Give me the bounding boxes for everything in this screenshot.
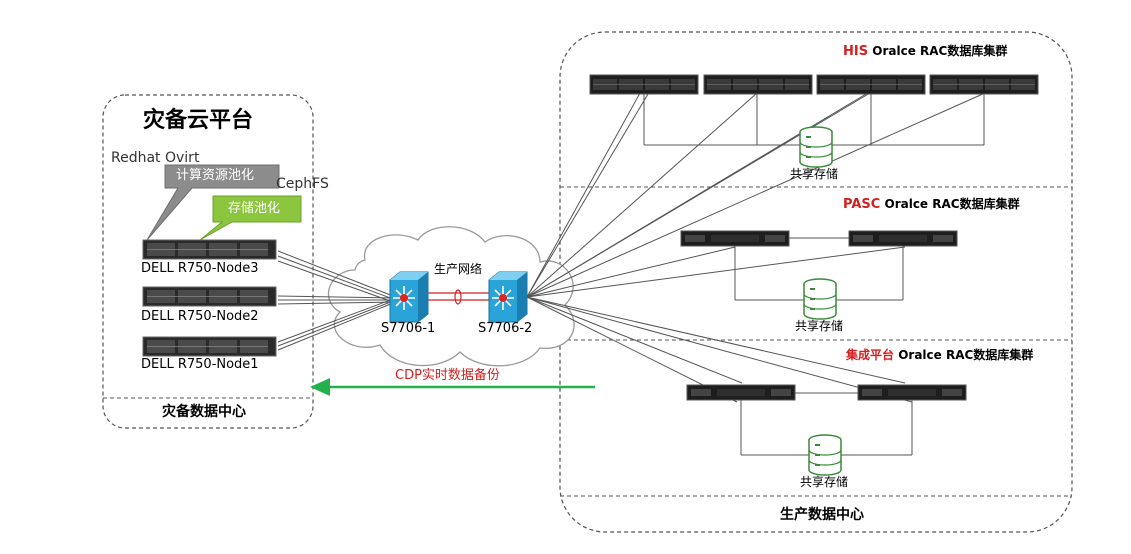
integ-prefix: 集成平台 xyxy=(846,348,895,362)
his-cluster-title: HIS Oralce RAC数据库集群 xyxy=(843,45,1007,58)
his-shared-storage-icon xyxy=(799,126,833,168)
dr-uplinks xyxy=(277,250,394,351)
node3-label: DELL R750-Node3 xyxy=(141,261,259,276)
dr-platform-title: 灾备云平台 xyxy=(143,108,254,133)
node1-label: DELL R750-Node1 xyxy=(141,357,259,372)
dell-node2-server xyxy=(142,286,277,307)
integ-server-1 xyxy=(686,384,796,401)
pasc-suffix: Oralce RAC数据库集群 xyxy=(880,197,1020,211)
ovirt-label: Redhat Ovirt xyxy=(111,150,200,166)
storage-pool-label: 存储池化 xyxy=(228,201,281,216)
integ-suffix: Oralce RAC数据库集群 xyxy=(894,348,1034,362)
dell-node1-server xyxy=(142,336,277,357)
switch-s7706-2-icon xyxy=(488,271,528,323)
cdp-label: CDP实时数据备份 xyxy=(395,368,500,383)
pasc-server-1 xyxy=(680,230,790,247)
his-suffix: Oralce RAC数据库集群 xyxy=(868,44,1008,58)
storage-pool-callout xyxy=(199,195,302,241)
cdp-backup-arrowhead xyxy=(310,378,330,396)
dell-node3-server xyxy=(142,239,277,260)
prod-uplinks xyxy=(526,92,986,403)
his-prefix: HIS xyxy=(843,44,869,59)
pasc-shared-storage-icon xyxy=(803,278,837,320)
cephfs-label: CephFS xyxy=(276,176,329,192)
integ-cluster-title: 集成平台 Oralce RAC数据库集群 xyxy=(846,349,1033,361)
dr-center-footer: 灾备数据中心 xyxy=(162,404,246,420)
node2-label: DELL R750-Node2 xyxy=(141,309,259,324)
switch-s7706-1-icon xyxy=(389,271,429,323)
dr-center-region xyxy=(102,94,314,429)
integ-storage-label: 共享存储 xyxy=(800,475,849,489)
his-servers xyxy=(589,74,1039,95)
switch-right-label: S7706-2 xyxy=(478,321,533,336)
link-aggregation-mark xyxy=(454,289,462,305)
pasc-prefix: PASC xyxy=(843,197,881,212)
prod-center-region xyxy=(559,31,1073,533)
integ-server-2 xyxy=(857,384,967,401)
pasc-cluster-title: PASC Oralce RAC数据库集群 xyxy=(843,198,1020,211)
pasc-storage-label: 共享存储 xyxy=(795,319,844,333)
integ-shared-storage-icon xyxy=(808,434,842,476)
network-label: 生产网络 xyxy=(434,262,483,276)
his-storage-label: 共享存储 xyxy=(790,167,839,181)
pasc-server-2 xyxy=(848,230,958,247)
compute-pool-callout xyxy=(146,164,280,241)
production-network-cloud xyxy=(327,226,575,367)
prod-center-footer: 生产数据中心 xyxy=(780,507,864,523)
switch-left-label: S7706-1 xyxy=(381,321,436,336)
compute-pool-label: 计算资源池化 xyxy=(176,168,255,183)
